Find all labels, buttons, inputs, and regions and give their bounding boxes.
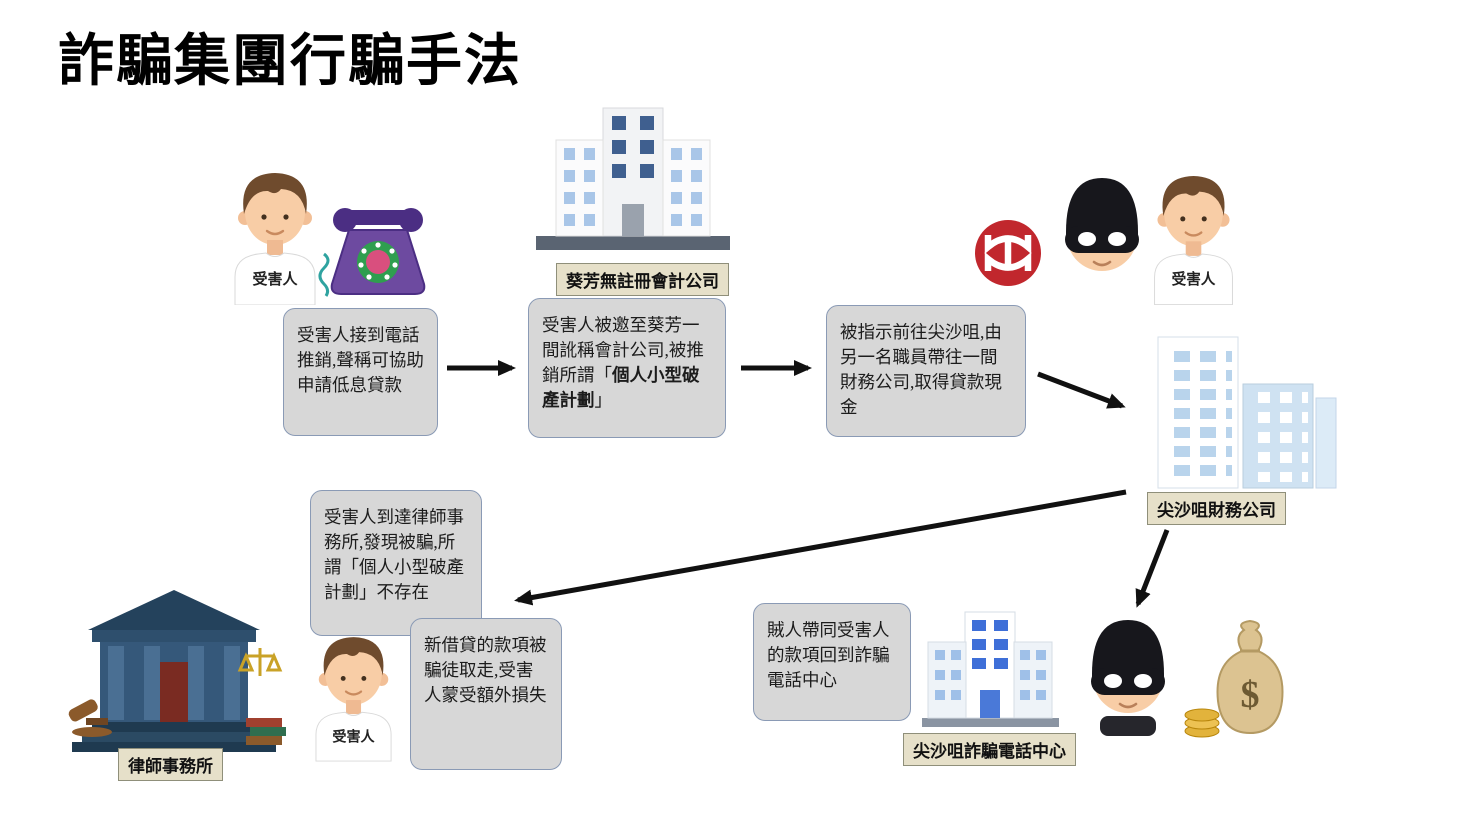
accounting-building-icon [528, 100, 738, 258]
step1-text: 受害人接到電話推銷,聲稱可協助申請低息貸款 [297, 325, 424, 395]
step4-text: 受害人到達律師事務所,發現被騙,所謂「個人小型破產計劃」不存在 [324, 507, 464, 602]
arrow-step3-to-finance [1037, 371, 1126, 409]
mtr-logo-icon [973, 218, 1043, 288]
phone-center-label: 尖沙咀詐騙電話中心 [903, 733, 1076, 766]
victim-shirt-label: 受害人 [332, 728, 375, 745]
law-firm-label: 律師事務所 [118, 748, 223, 781]
robber-icon [1052, 170, 1152, 292]
step3-box: 被指示前往尖沙咀,由另一名職員帶往一間財務公司,取得貸款現金 [826, 305, 1026, 437]
money-bag-svg: $ [1184, 619, 1284, 738]
robber-icon-svg [1065, 178, 1139, 271]
step4-box: 受害人到達律師事務所,發現被騙,所謂「個人小型破產計劃」不存在 [310, 490, 482, 636]
accounting-company-label: 葵芳無註冊會計公司 [556, 263, 729, 296]
victim-shirt-label: 受害人 [252, 270, 298, 288]
victim-icon-svg: 受害人 [1154, 176, 1233, 305]
mtr-logo-svg [975, 220, 1041, 286]
step6-text: 賊人帶同受害人的款項回到詐騙電話中心 [767, 620, 890, 690]
robber-icon [1078, 612, 1178, 740]
dollar-sign: $ [1241, 674, 1260, 716]
victim-icon: 受害人 [300, 624, 408, 762]
step5-text: 新借貸的款項被騙徒取走,受害人蒙受額外損失 [424, 635, 547, 705]
step2-text-pre: 受害人被邀至葵芳一間訛稱會計公司,被推銷所謂「 [542, 315, 704, 385]
finance-building-svg [1157, 336, 1337, 489]
phone-center-building-svg [922, 611, 1059, 727]
arrow-finance-to-robber [1135, 529, 1170, 608]
victim-icon: 受害人 [218, 160, 333, 305]
law-firm-building-icon [62, 586, 287, 766]
finance-building-icon [1148, 332, 1338, 492]
victim-shirt-label: 受害人 [1172, 270, 1216, 288]
victim-icon: 受害人 [1138, 163, 1250, 305]
victim-icon-svg: 受害人 [234, 173, 316, 305]
arrow-finance-to-step4 [514, 489, 1127, 606]
step2-text-bold: 個人小型破產計劃 [542, 364, 700, 410]
step2-text-post: 」 [594, 389, 613, 410]
step1-box: 受害人接到電話推銷,聲稱可協助申請低息貸款 [283, 308, 438, 436]
finance-company-label: 尖沙咀財務公司 [1147, 492, 1286, 525]
robber-icon-svg [1091, 620, 1165, 736]
step3-text: 被指示前往尖沙咀,由另一名職員帶往一間財務公司,取得貸款現金 [840, 322, 1002, 417]
page-title: 詐騙集團行騙手法 [58, 28, 522, 94]
victim-icon-svg: 受害人 [315, 637, 392, 762]
accounting-building-svg [536, 107, 730, 250]
money-bag-icon: $ [1180, 613, 1290, 745]
step2-box: 受害人被邀至葵芳一間訛稱會計公司,被推銷所謂「個人小型破產計劃」 [528, 298, 726, 438]
step5-box: 新借貸的款項被騙徒取走,受害人蒙受額外損失 [410, 618, 562, 770]
step6-box: 賊人帶同受害人的款項回到詐騙電話中心 [753, 603, 911, 721]
telephone-icon-svg [318, 208, 426, 297]
law-firm-building-svg [68, 590, 286, 752]
telephone-icon [318, 198, 438, 302]
phone-center-building-icon [918, 606, 1063, 730]
